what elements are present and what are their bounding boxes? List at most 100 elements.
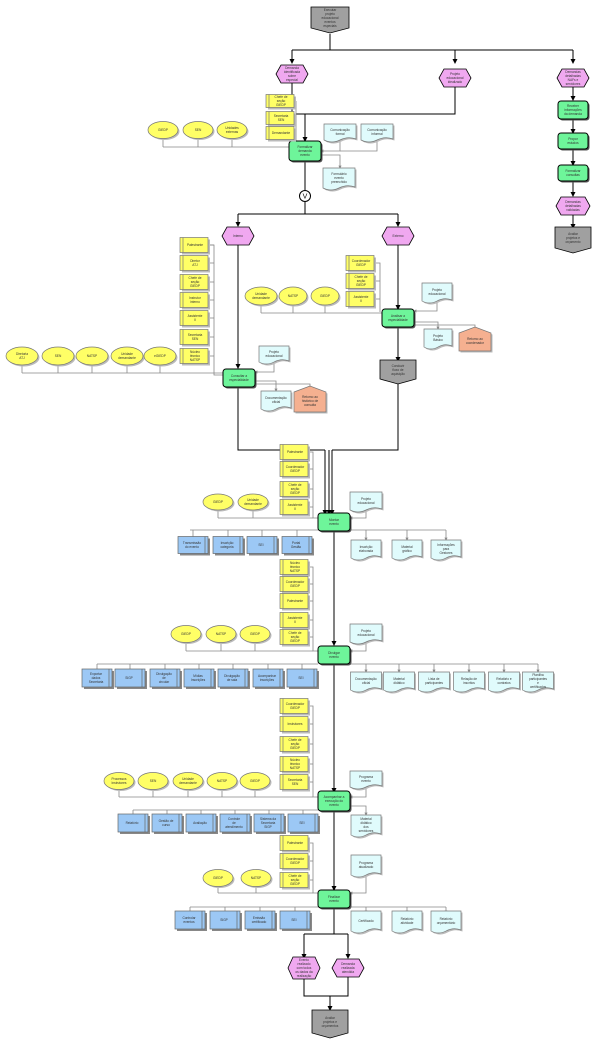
- system-box[interactable]: SIGP: [114, 668, 147, 689]
- org-unit-oval[interactable]: NATSP: [278, 286, 309, 307]
- document-shape[interactable]: Certificado: [350, 910, 383, 935]
- system-box[interactable]: SEI: [279, 910, 312, 931]
- system-box[interactable]: Avaliação: [185, 813, 218, 834]
- org-unit-oval[interactable]: GIEDP: [170, 625, 203, 645]
- org-unit-oval[interactable]: NATSP: [240, 869, 273, 889]
- org-unit-oval[interactable]: GIEDP: [239, 625, 272, 645]
- org-unit-oval[interactable]: GIEDP: [147, 121, 180, 141]
- org-unit-oval[interactable]: GIEDP: [202, 869, 235, 889]
- org-unit-oval[interactable]: NATSP: [75, 346, 110, 367]
- org-unit-oval[interactable]: eGIEDP: [143, 346, 178, 367]
- role-box[interactable]: Palestrante: [279, 835, 310, 853]
- system-box[interactable]: SIGP: [209, 910, 242, 931]
- system-box[interactable]: SEI: [287, 813, 320, 834]
- event-hexagon[interactable]: Externo: [381, 226, 415, 246]
- org-unit-oval[interactable]: GIEDP: [239, 772, 272, 792]
- org-unit-oval[interactable]: SEN: [137, 772, 170, 792]
- org-unit-oval[interactable]: GIEDP: [310, 286, 341, 307]
- role-box[interactable]: Demandante: [265, 126, 296, 142]
- role-box[interactable]: Palestrante: [279, 593, 310, 611]
- org-unit-oval[interactable]: SEN: [41, 346, 76, 367]
- org-unit-oval[interactable]: NATSP: [205, 625, 238, 645]
- event-hexagon[interactable]: Interno: [221, 226, 255, 246]
